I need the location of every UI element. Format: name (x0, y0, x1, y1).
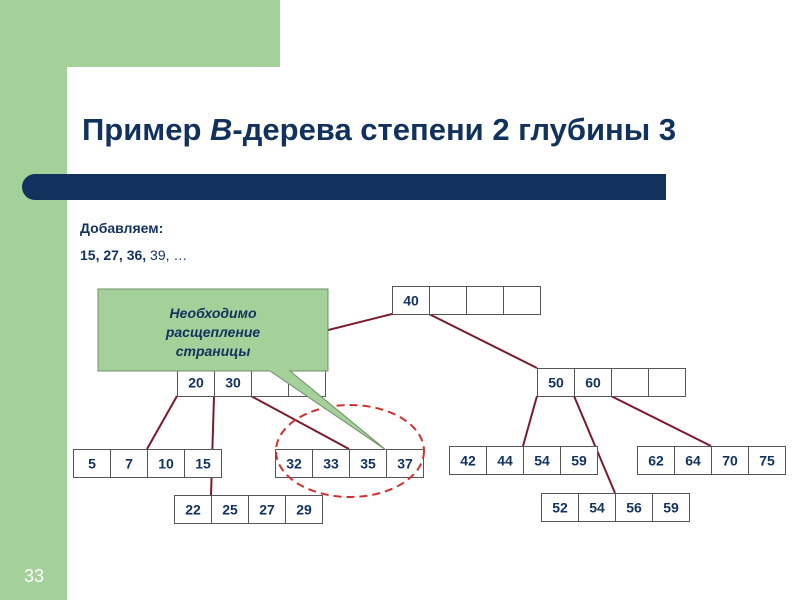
node-key: 59 (663, 500, 679, 516)
node-key: 30 (225, 375, 241, 391)
node-cell (503, 286, 541, 315)
node-key: 27 (259, 502, 275, 518)
insert-sequence: 15, 27, 36, 39, … (80, 247, 187, 263)
node-cell (652, 493, 690, 522)
leaf-node: 62 64 70 75 (637, 446, 786, 475)
node-key: 62 (648, 453, 664, 469)
node-key: 25 (222, 502, 238, 518)
node-key: 52 (552, 500, 568, 516)
leaf-node: 52 54 56 59 (541, 493, 690, 522)
node-cell (449, 446, 487, 475)
tree-edge (573, 395, 616, 494)
node-key: 44 (497, 453, 513, 469)
slide-title: Пример B-дерева степени 2 глубины 3 (82, 112, 676, 148)
node-cell (748, 446, 786, 475)
node-cell (275, 449, 313, 478)
tree-edge (146, 395, 178, 450)
node-cell (214, 368, 252, 397)
node-key: 37 (397, 456, 413, 472)
node-key: 20 (188, 375, 204, 391)
node-key: 42 (460, 453, 476, 469)
node-key: 64 (685, 453, 701, 469)
node-key: 15 (195, 456, 211, 472)
node-cell (537, 368, 575, 397)
tree-edge (428, 313, 538, 369)
node-cell (110, 449, 148, 478)
node-key: 59 (571, 453, 587, 469)
node-key: 50 (548, 375, 564, 391)
title-suffix: -дерева степени 2 глубины 3 (232, 112, 677, 147)
node-cell (73, 449, 111, 478)
title-underline-bar (22, 174, 666, 200)
leaf-node: 22 25 27 29 (174, 495, 323, 524)
page-number: 33 (24, 566, 45, 586)
node-key: 54 (589, 500, 605, 516)
callout-line-2: расщепление (165, 324, 261, 340)
node-cell (541, 493, 579, 522)
green-top-band (0, 0, 280, 67)
node-cell (648, 368, 686, 397)
internal-node: 50 60 (537, 368, 686, 397)
title-italic: B (210, 112, 233, 147)
node-key: 32 (286, 456, 302, 472)
node-key: 29 (296, 502, 312, 518)
leaf-node: 32 33 35 37 (275, 449, 424, 478)
leaf-node: 42 44 54 59 (449, 446, 598, 475)
node-key: 60 (585, 375, 601, 391)
callout-line-3: страницы (176, 343, 251, 359)
node-cell (392, 286, 430, 315)
node-cell (574, 368, 612, 397)
node-cell (147, 449, 185, 478)
node-key: 54 (534, 453, 550, 469)
leaf-node: 5 7 10 15 (73, 449, 222, 478)
node-key: 10 (158, 456, 174, 472)
root-node: 40 (392, 286, 541, 315)
node-cell (312, 449, 350, 478)
overflow-highlight (275, 404, 425, 498)
node-cell (466, 286, 504, 315)
tree-edge (250, 395, 350, 450)
node-cell (184, 449, 222, 478)
sequence-next: 39, … (146, 247, 188, 263)
green-side-band (0, 0, 67, 600)
split-callout (97, 288, 387, 451)
node-cell (349, 449, 387, 478)
node-cell (578, 493, 616, 522)
node-key: 5 (88, 456, 96, 472)
node-key: 33 (323, 456, 339, 472)
callout-line-1: Необходимо (169, 305, 256, 321)
node-cell (674, 446, 712, 475)
node-cell (285, 495, 323, 524)
node-cell (386, 449, 424, 478)
node-cell (611, 368, 649, 397)
tree-edge (610, 395, 712, 447)
node-key: 7 (125, 456, 133, 472)
node-key: 56 (626, 500, 642, 516)
tree-edge (210, 395, 215, 496)
node-key: 70 (722, 453, 738, 469)
adding-label: Добавляем: (80, 220, 164, 236)
node-cell (560, 446, 598, 475)
node-key: 40 (403, 293, 419, 309)
node-cell (211, 495, 249, 524)
tree-edge (522, 395, 538, 447)
node-key: 35 (360, 456, 376, 472)
sequence-done: 15, 27, 36, (80, 247, 147, 263)
node-key: 75 (759, 453, 775, 469)
node-cell (429, 286, 467, 315)
node-cell (174, 495, 212, 524)
node-key: 22 (185, 502, 201, 518)
title-prefix: Пример (82, 112, 210, 147)
